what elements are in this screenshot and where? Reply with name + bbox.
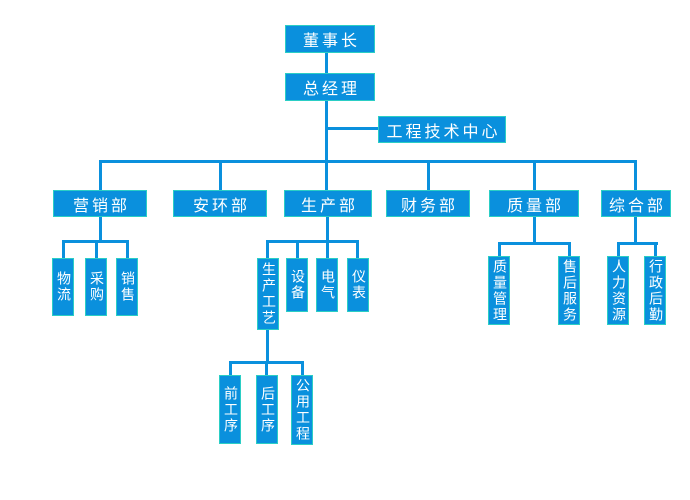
connector-line — [126, 240, 129, 258]
node-equipment[interactable]: 设备 — [286, 258, 308, 312]
connector-line — [325, 53, 328, 73]
node-sales[interactable]: 销售 — [116, 258, 138, 316]
connector-line — [498, 242, 501, 256]
connector-line — [296, 240, 299, 258]
node-general-dept[interactable]: 综合部 — [601, 190, 671, 217]
node-production-process[interactable]: 生产工艺 — [257, 258, 279, 330]
connector-line — [266, 240, 359, 243]
node-production-dept[interactable]: 生产部 — [284, 190, 372, 217]
node-chairman[interactable]: 董事长 — [285, 25, 375, 53]
node-purchasing[interactable]: 采购 — [85, 258, 107, 316]
node-finance-dept[interactable]: 财务部 — [386, 190, 470, 217]
connector-line — [498, 242, 571, 245]
connector-line — [99, 217, 102, 240]
connector-line — [266, 240, 269, 258]
node-instrument[interactable]: 仪表 — [347, 258, 369, 312]
connector-line — [326, 127, 378, 130]
connector-line — [617, 242, 620, 256]
connector-line — [265, 361, 268, 375]
node-marketing-dept[interactable]: 营销部 — [53, 190, 147, 217]
node-logistics[interactable]: 物流 — [52, 258, 74, 316]
connector-line — [427, 160, 430, 190]
connector-line — [634, 217, 637, 242]
connector-line — [568, 242, 571, 256]
connector-line — [326, 217, 329, 240]
node-general-manager[interactable]: 总经理 — [285, 73, 375, 101]
connector-line — [356, 240, 359, 258]
node-human-resources[interactable]: 人力资源 — [607, 256, 629, 325]
connector-line — [62, 240, 65, 258]
connector-line — [533, 217, 536, 242]
connector-line — [326, 240, 329, 258]
node-after-sales[interactable]: 售后服务 — [558, 256, 580, 325]
node-quality-management[interactable]: 质量管理 — [488, 256, 510, 325]
connector-line — [654, 242, 657, 256]
node-safety-env-dept[interactable]: 安环部 — [173, 190, 267, 217]
node-engineering-center[interactable]: 工程技术中心 — [378, 116, 506, 143]
connector-line — [533, 160, 536, 190]
connector-line — [95, 240, 98, 258]
connector-line — [229, 361, 232, 375]
node-back-process[interactable]: 后工序 — [256, 375, 278, 444]
connector-line — [99, 160, 102, 190]
connector-line — [266, 330, 269, 361]
node-electrical[interactable]: 电气 — [316, 258, 338, 312]
connector-line — [301, 361, 304, 375]
connector-line — [634, 160, 637, 190]
connector-line — [219, 160, 222, 190]
node-utilities[interactable]: 公用工程 — [291, 375, 313, 445]
connector-line — [325, 101, 328, 190]
node-front-process[interactable]: 前工序 — [219, 375, 241, 444]
node-admin-support[interactable]: 行政后勤 — [644, 256, 666, 325]
node-quality-dept[interactable]: 质量部 — [489, 190, 579, 217]
connector-line — [617, 242, 658, 245]
connector-line — [99, 160, 637, 163]
